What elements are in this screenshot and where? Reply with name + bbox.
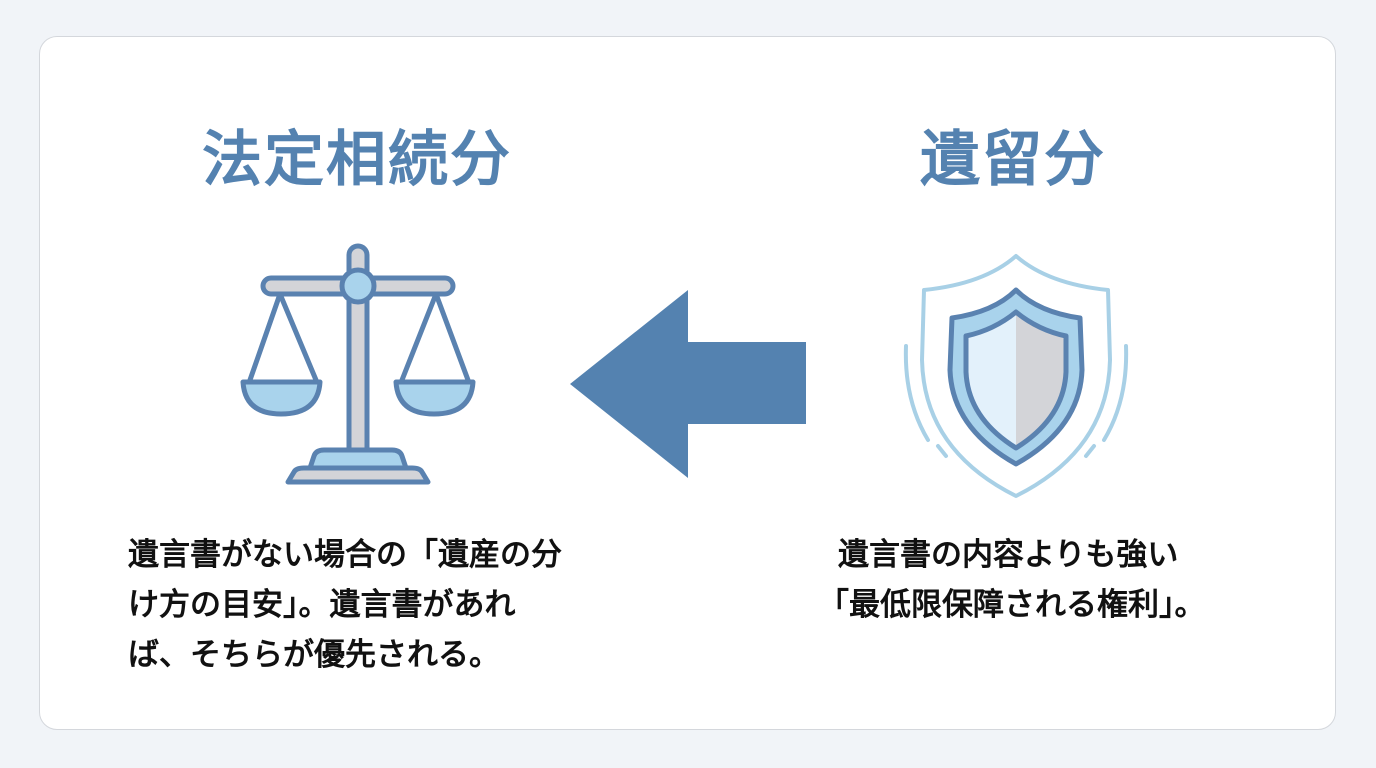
legally-reserved-portion-description: 遺言書の内容よりも強い 「最低限保障される権利」。 [818,530,1206,630]
left-arrow-icon [568,290,808,478]
description-line: け方の目安」。遺言書があれ [128,587,516,623]
description-line: 遺言書がない場合の「遺産の分 [128,537,562,573]
legal-inheritance-share-description: 遺言書がない場合の「遺産の分 け方の目安」。遺言書があれ ば、そちらが優先される… [128,530,562,680]
legal-inheritance-share-title: 法定相続分 [202,125,512,195]
description-line: 「最低限保障される権利」。 [818,587,1206,623]
scale-of-justice-icon [238,242,478,488]
legally-reserved-portion-title: 遺留分 [920,125,1106,195]
shield-icon [898,250,1134,500]
description-line: 遺言書の内容よりも強い [838,537,1179,573]
description-line: ば、そちらが優先される。 [128,637,500,673]
